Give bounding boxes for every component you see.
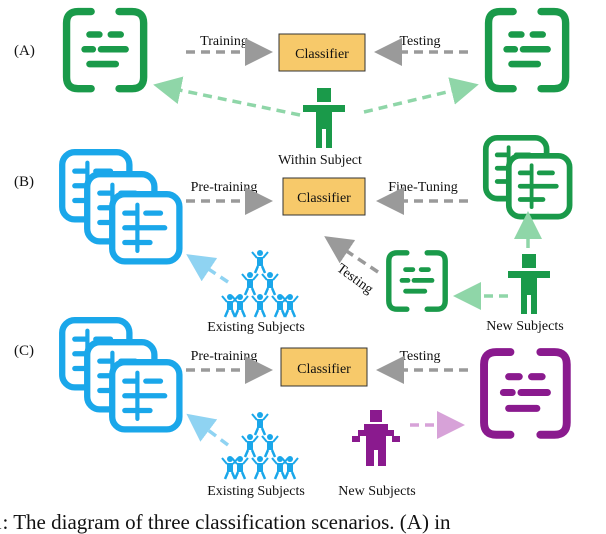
person-icon <box>508 254 550 314</box>
human-pyramid-icon <box>222 412 298 479</box>
classifier-box <box>280 347 368 387</box>
row-label-a: (A) <box>14 43 35 59</box>
person-icon <box>303 88 345 148</box>
classifier-label: Classifier <box>297 191 351 206</box>
training-label: Training <box>200 34 248 49</box>
fine-tuning-label: Fine-Tuning <box>388 180 458 195</box>
pre-training-label: Pre-training <box>191 349 258 364</box>
existing-to-pretrain-arrow <box>186 254 229 284</box>
classifier-box <box>282 177 366 216</box>
row-label-c: (C) <box>14 343 34 359</box>
within-subject-label: Within Subject <box>278 153 362 168</box>
brain-pattern-icon <box>489 12 566 89</box>
existing-subjects-label: Existing Subjects <box>207 484 305 499</box>
figure-caption: 1: The diagram of three classification s… <box>0 510 451 534</box>
testing-label: Testing <box>334 261 376 297</box>
stacked-brain-pattern-icon <box>62 320 179 429</box>
pre-training-label: Pre-training <box>191 180 258 195</box>
brain-pattern-icon <box>389 253 445 309</box>
subject-to-test-arrow <box>363 77 479 114</box>
brain-pattern-icon <box>67 12 144 89</box>
row-label-b: (B) <box>14 174 34 190</box>
brain-pattern-icon <box>484 352 567 435</box>
stacked-brain-pattern-icon <box>62 152 179 261</box>
new-subjects-label: New Subjects <box>338 484 415 499</box>
classifier-label: Classifier <box>295 47 349 62</box>
existing-subjects-label: Existing Subjects <box>207 320 305 335</box>
classifier-label: Classifier <box>297 362 351 377</box>
testing-arrow <box>324 236 379 274</box>
testing-label: Testing <box>399 34 440 49</box>
existing-to-pretrain-arrow <box>186 413 230 447</box>
stacked-brain-pattern-icon <box>486 138 570 217</box>
subject-to-train-arrow <box>153 76 301 117</box>
classifier-box <box>278 33 366 72</box>
human-pyramid-icon <box>222 250 298 317</box>
pixel-person-icon <box>352 410 400 466</box>
testing-label: Testing <box>399 349 440 364</box>
new-subjects-label: New Subjects <box>486 319 563 334</box>
